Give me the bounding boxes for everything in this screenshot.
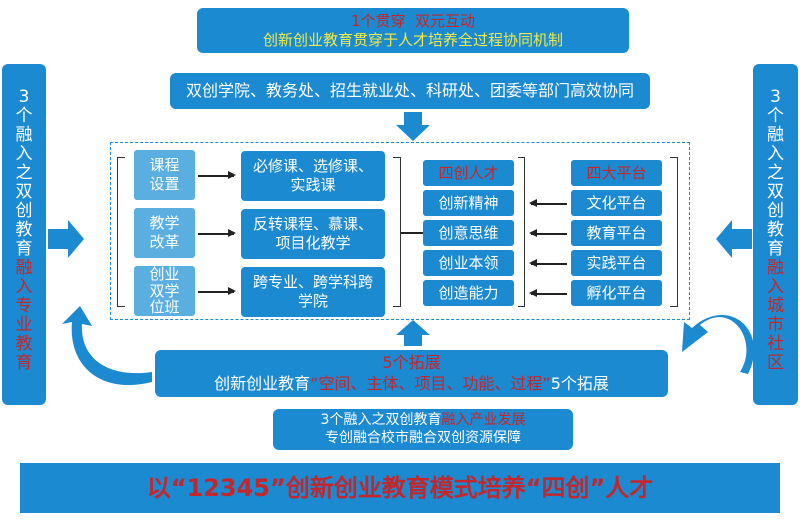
reform-label-0: 课程设置: [134, 150, 195, 200]
up-arrow-icon: [396, 320, 430, 346]
expansion-title: 5个拓展: [382, 352, 441, 372]
reform-label-text: 创业双学位班: [149, 265, 180, 317]
expansion-box: 5个拓展 创新创业教育“空间、主体、项目、功能、过程”5个拓展: [155, 350, 668, 397]
platforms-title: 四大平台: [571, 160, 662, 186]
integration-prefix: 3个融入之双创教育: [320, 412, 442, 428]
talents-title: 四创人才: [423, 160, 514, 186]
talent-item-text: 创业本领: [438, 253, 499, 272]
left-panel: 3个融入之双创教育 融入专业教育: [2, 64, 46, 405]
core-dashed-frame: [110, 142, 690, 320]
right-arrow-icon: [48, 220, 84, 258]
talent-item-text: 创意思维: [438, 223, 499, 242]
curved-arrow-right-icon: [682, 314, 755, 374]
top-mechanism-box: 1个贯穿 双元互动 创新创业教育贯穿于人才培养全过程协同机制: [197, 8, 629, 53]
talent-item: 创新精神: [423, 190, 514, 216]
platform-item-text: 教育平台: [586, 223, 647, 242]
talent-item: 创业本领: [423, 250, 514, 276]
connector-line: [401, 232, 423, 234]
departments-text: 双创学院、教务处、招生就业处、科研处、团委等部门高效协同: [185, 81, 634, 100]
platform-item-text: 文化平台: [586, 193, 647, 212]
talents-title-text: 四创人才: [438, 163, 499, 182]
reform-label-2: 创业双学位班: [134, 266, 195, 316]
talents-bracket: [518, 157, 525, 307]
talent-item: 创意思维: [423, 220, 514, 246]
reform-label-text: 课程设置: [149, 156, 180, 193]
banner-text: 以“12345”创新创业教育模式培养“四创”人才: [146, 474, 654, 502]
left-panel-prefix: 3个融入之双创教育: [15, 87, 33, 260]
arrow-left-icon: [529, 230, 567, 236]
arrow-right-icon: [198, 288, 236, 294]
top-subtitle: 创新创业教育贯穿于人才培养全过程协同机制: [262, 30, 563, 49]
curved-arrow-left-icon: [62, 306, 152, 386]
down-arrow-icon: [396, 112, 430, 141]
integration-highlight: 融入产业发展: [441, 412, 526, 428]
right-panel-highlight: 融入城市社区: [767, 258, 784, 374]
middle-bracket: [393, 157, 401, 307]
talent-item: 创造能力: [423, 280, 514, 306]
right-bracket: [670, 157, 678, 307]
platform-item: 孵化平台: [571, 280, 662, 306]
platform-item: 实践平台: [571, 250, 662, 276]
platform-item: 文化平台: [571, 190, 662, 216]
departments-box: 双创学院、教务处、招生就业处、科研处、团委等部门高效协同: [170, 73, 650, 109]
left-bracket: [117, 157, 125, 307]
arrow-left-icon: [529, 290, 567, 296]
left-panel-highlight: 融入专业教育: [15, 258, 33, 374]
reform-label-text: 教学改革: [149, 214, 180, 251]
arrow-right-icon: [198, 230, 236, 236]
reform-detail-1: 反转课程、慕课、项目化教学: [241, 209, 385, 259]
arrow-left-icon: [529, 200, 567, 206]
integration-box: 3个融入之双创教育融入产业发展 专创融合校市融合双创资源保障: [273, 409, 573, 450]
expansion-highlight: “空间、主体、项目、功能、过程”: [310, 373, 551, 393]
reform-detail-text: 必修课、选修课、实践课: [252, 157, 373, 194]
reform-detail-0: 必修课、选修课、实践课: [241, 151, 385, 201]
platforms-title-text: 四大平台: [586, 163, 647, 182]
right-panel-prefix: 3个融入之双创教育: [767, 87, 784, 260]
platform-item-text: 孵化平台: [586, 283, 647, 302]
platform-item: 教育平台: [571, 220, 662, 246]
platform-item-text: 实践平台: [586, 253, 647, 272]
bottom-banner: 以“12345”创新创业教育模式培养“四创”人才: [20, 463, 780, 513]
reform-detail-text: 跨专业、跨学科跨学院: [252, 273, 373, 310]
arrow-right-icon: [198, 172, 236, 178]
integration-line2: 专创融合校市融合双创资源保障: [325, 429, 521, 446]
arrow-left-icon: [529, 260, 567, 266]
reform-detail-text: 反转课程、慕课、项目化教学: [252, 215, 373, 252]
talent-item-text: 创造能力: [438, 283, 499, 302]
reform-label-1: 教学改革: [134, 208, 195, 258]
expansion-suffix: 5个拓展: [550, 373, 609, 393]
left-arrow-icon: [716, 220, 752, 258]
top-title: 1个贯穿 双元互动: [350, 11, 476, 30]
talent-item-text: 创新精神: [438, 193, 499, 212]
expansion-prefix: 创新创业教育: [214, 373, 311, 393]
right-panel: 3个融入之双创教育 融入城市社区: [753, 64, 798, 405]
reform-detail-2: 跨专业、跨学科跨学院: [241, 267, 385, 317]
